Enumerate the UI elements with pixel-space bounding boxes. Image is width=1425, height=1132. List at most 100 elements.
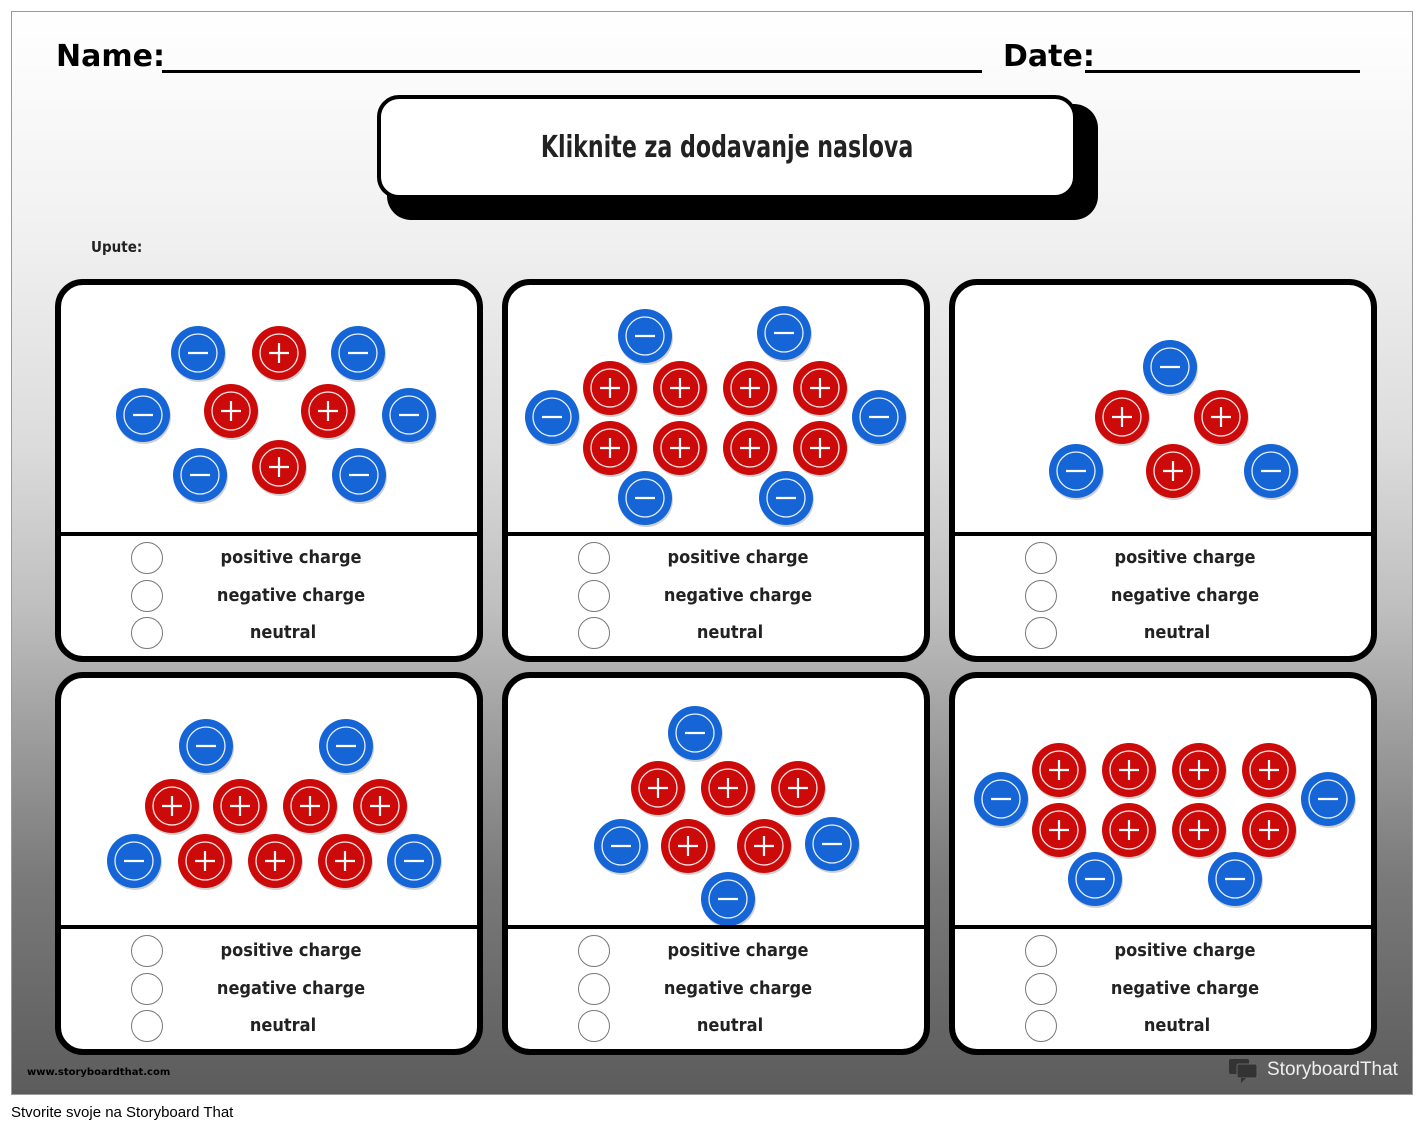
plus-icon <box>195 851 215 871</box>
plus-icon <box>670 378 690 398</box>
radio-negative-charge[interactable] <box>1025 580 1057 612</box>
proton-particle <box>1172 743 1227 799</box>
plus-icon <box>788 778 808 798</box>
proton-particle <box>213 779 268 835</box>
radio-positive-charge[interactable] <box>131 935 163 967</box>
card-divider <box>508 532 924 536</box>
radio-neutral[interactable] <box>131 1010 163 1042</box>
radio-neutral[interactable] <box>578 1010 610 1042</box>
option-label: neutral <box>696 1015 764 1036</box>
radio-positive-charge[interactable] <box>1025 935 1057 967</box>
card-divider <box>508 925 924 929</box>
option-neutral[interactable]: neutral <box>955 1009 1371 1043</box>
name-label: Name: <box>56 39 165 74</box>
title-text[interactable]: Kliknite za dodavanje naslova <box>540 129 914 165</box>
option-negative-charge[interactable]: negative charge <box>508 579 924 613</box>
electron-particle <box>179 719 234 775</box>
plus-icon <box>1189 820 1209 840</box>
card-divider <box>61 532 477 536</box>
electron-particle <box>805 817 860 873</box>
card-divider <box>955 925 1371 929</box>
option-label: negative charge <box>663 585 813 606</box>
radio-positive-charge[interactable] <box>131 542 163 574</box>
proton-particle <box>771 761 826 817</box>
option-positive-charge[interactable]: positive charge <box>955 541 1371 575</box>
atom-diagram <box>594 706 860 928</box>
option-positive-charge[interactable]: positive charge <box>955 934 1371 968</box>
plus-icon <box>1259 820 1279 840</box>
proton-particle <box>1242 743 1297 799</box>
option-label: negative charge <box>216 585 366 606</box>
proton-particle <box>793 361 848 417</box>
brand-name: StoryboardThat <box>1267 1059 1398 1080</box>
option-label: positive charge <box>220 940 362 961</box>
radio-negative-charge[interactable] <box>131 973 163 1005</box>
option-positive-charge[interactable]: positive charge <box>61 934 477 968</box>
plus-icon <box>810 378 830 398</box>
radio-positive-charge[interactable] <box>578 542 610 574</box>
option-negative-charge[interactable]: negative charge <box>61 579 477 613</box>
plus-icon <box>1211 407 1231 427</box>
proton-particle <box>631 761 686 817</box>
option-label: positive charge <box>667 940 809 961</box>
radio-neutral[interactable] <box>1025 617 1057 649</box>
plus-icon <box>810 438 830 458</box>
plus-icon <box>230 796 250 816</box>
plus-icon <box>1119 760 1139 780</box>
atom-diagram <box>974 743 1356 908</box>
proton-particle <box>723 361 778 417</box>
option-negative-charge[interactable]: negative charge <box>508 972 924 1006</box>
electron-particle <box>759 471 814 527</box>
option-neutral[interactable]: neutral <box>955 616 1371 650</box>
proton-particle <box>1172 803 1227 859</box>
proton-particle <box>737 819 792 875</box>
atom-card: positive charge negative charge neutral <box>949 672 1377 1055</box>
option-positive-charge[interactable]: positive charge <box>61 541 477 575</box>
option-negative-charge[interactable]: negative charge <box>955 579 1371 613</box>
title-box[interactable]: Kliknite za dodavanje naslova <box>377 95 1077 199</box>
date-line[interactable] <box>1085 70 1360 73</box>
option-neutral[interactable]: neutral <box>61 1009 477 1043</box>
option-neutral[interactable]: neutral <box>508 1009 924 1043</box>
radio-positive-charge[interactable] <box>1025 542 1057 574</box>
proton-particle <box>1194 390 1249 446</box>
name-line[interactable] <box>162 70 982 73</box>
electron-particle <box>107 834 162 890</box>
site-url: www.storyboardthat.com <box>27 1067 171 1078</box>
radio-negative-charge[interactable] <box>131 580 163 612</box>
option-negative-charge[interactable]: negative charge <box>61 972 477 1006</box>
radio-negative-charge[interactable] <box>578 973 610 1005</box>
radio-neutral[interactable] <box>131 617 163 649</box>
radio-negative-charge[interactable] <box>1025 973 1057 1005</box>
atom-diagram <box>1049 340 1299 500</box>
option-neutral[interactable]: neutral <box>61 616 477 650</box>
plus-icon <box>600 438 620 458</box>
proton-particle <box>301 384 356 440</box>
electron-particle <box>319 719 374 775</box>
plus-icon <box>300 796 320 816</box>
option-label: positive charge <box>220 547 362 568</box>
option-neutral[interactable]: neutral <box>508 616 924 650</box>
option-positive-charge[interactable]: positive charge <box>508 934 924 968</box>
electron-particle <box>668 706 723 762</box>
brand-logo: StoryboardThat <box>1227 1057 1398 1083</box>
proton-particle <box>583 421 638 477</box>
radio-neutral[interactable] <box>1025 1010 1057 1042</box>
atom-diagram <box>116 326 437 504</box>
radio-positive-charge[interactable] <box>578 935 610 967</box>
proton-particle <box>252 326 307 382</box>
option-label: neutral <box>696 622 764 643</box>
proton-particle <box>204 384 259 440</box>
option-label: negative charge <box>1110 978 1260 999</box>
radio-neutral[interactable] <box>578 617 610 649</box>
radio-negative-charge[interactable] <box>578 580 610 612</box>
proton-particle <box>661 819 716 875</box>
option-positive-charge[interactable]: positive charge <box>508 541 924 575</box>
option-negative-charge[interactable]: negative charge <box>955 972 1371 1006</box>
plus-icon <box>1163 461 1183 481</box>
electron-particle <box>173 448 228 504</box>
electron-particle <box>618 471 673 527</box>
electron-particle <box>1301 772 1356 828</box>
proton-particle <box>1102 743 1157 799</box>
atom-card: positive charge negative charge neutral <box>502 279 930 662</box>
